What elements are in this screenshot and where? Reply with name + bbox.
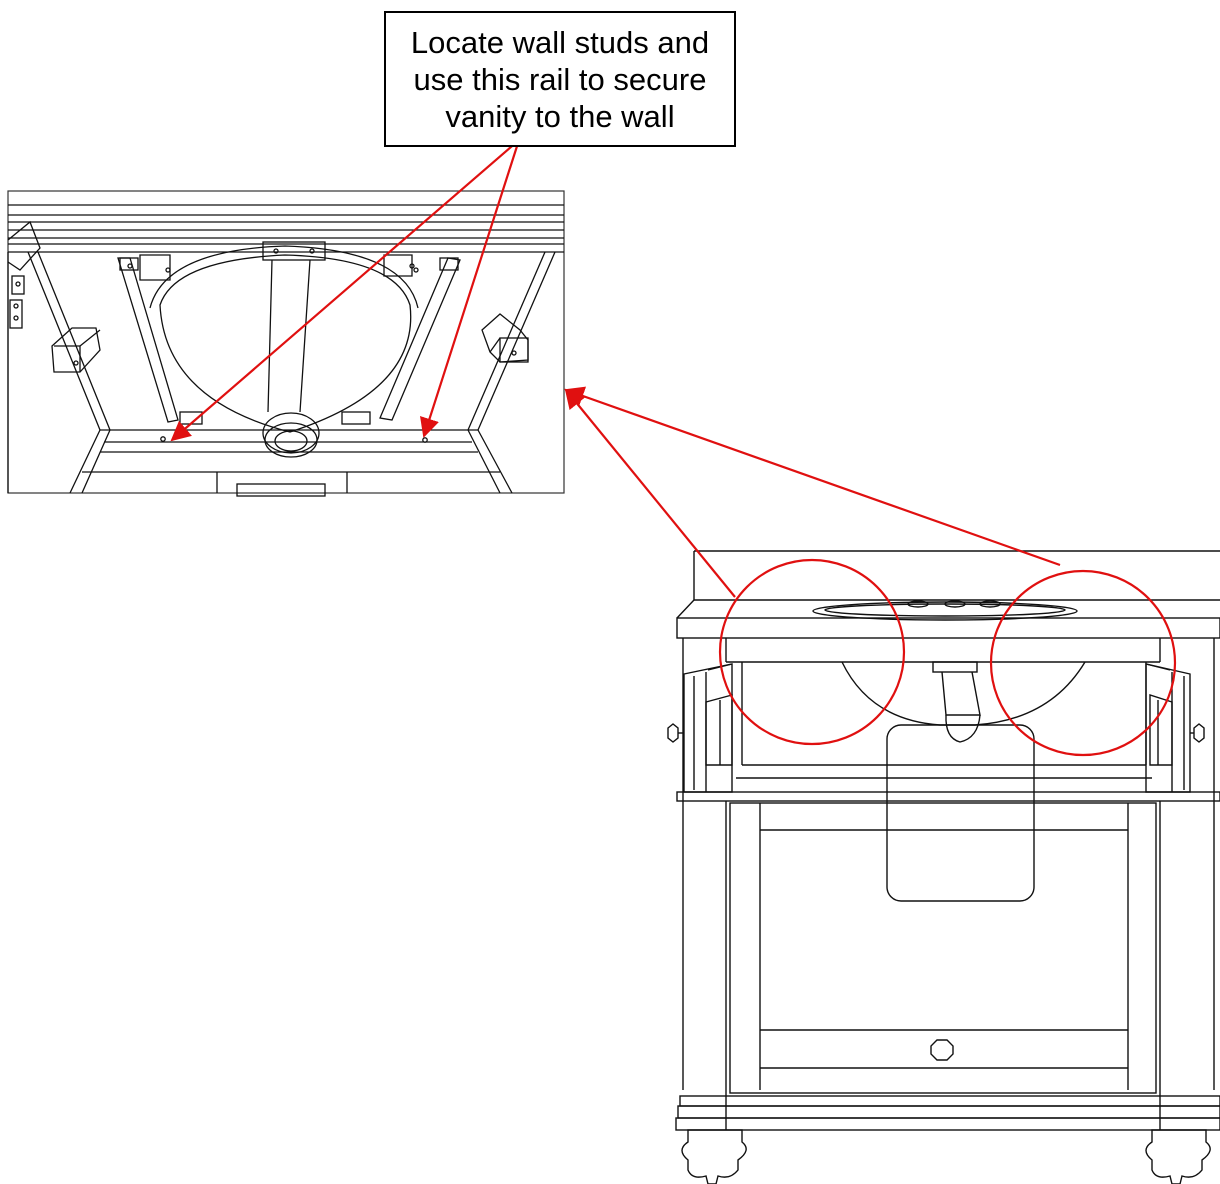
right-door-open [1145, 663, 1205, 793]
back-panel-cutout [886, 724, 1035, 902]
diagonal-braces [117, 254, 461, 425]
cabinet-body [682, 638, 1215, 1090]
turned-legs [681, 1129, 1211, 1184]
screw-hole-icon [127, 263, 133, 269]
countertop [676, 599, 1220, 639]
base-molding [675, 1095, 1220, 1131]
side-panels [7, 220, 556, 494]
wall-mounting-rail [100, 429, 478, 453]
pointer-arrow-rail-right [420, 139, 521, 438]
drain-pipe [262, 241, 326, 458]
callout-line-3: vanity to the wall [445, 98, 675, 134]
callout-line-2: use this rail to secure [413, 61, 707, 97]
octagon-knob-icon [667, 723, 679, 743]
octagon-knob-icon [1193, 723, 1205, 743]
instruction-callout: Locate wall studs and use this rail to s… [384, 11, 736, 147]
corner-blocks [51, 313, 529, 373]
sink-bowl [841, 661, 1086, 743]
underside-detail-view [7, 190, 565, 497]
top-molding [8, 204, 564, 253]
lower-front-face [82, 471, 500, 497]
screw-hole-icon [160, 436, 166, 442]
pointer-arrow-left-circle [564, 388, 736, 598]
screw-hole-icon [409, 263, 415, 269]
highlight-circle-right [989, 569, 1177, 757]
screw-hole-icon [413, 267, 419, 273]
pointer-arrow-rail-left [170, 139, 520, 442]
highlight-circle-left [718, 558, 906, 746]
vanity-cabinet [667, 550, 1220, 1184]
backsplash [693, 550, 1220, 600]
drawer [676, 791, 1220, 1096]
callout-text: Locate wall studs and use this rail to s… [411, 24, 709, 135]
screw-hole-icon [165, 267, 171, 273]
pointer-arrow-right-circle [564, 386, 1061, 567]
annotations [170, 139, 1177, 757]
left-door-open [667, 663, 733, 793]
callout-line-1: Locate wall studs and [410, 24, 710, 60]
octagon-knob-icon [930, 1039, 954, 1061]
